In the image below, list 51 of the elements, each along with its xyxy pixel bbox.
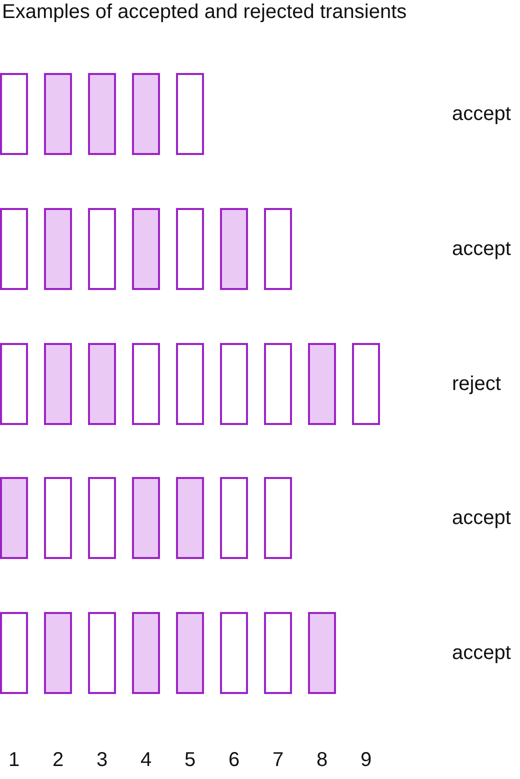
shaded-bar	[0, 477, 28, 559]
column-number: 5	[184, 749, 196, 771]
shaded-bar	[176, 477, 204, 559]
bar	[220, 612, 248, 694]
bar	[0, 73, 28, 155]
bar	[264, 612, 292, 694]
bar	[0, 208, 28, 290]
shaded-bar	[220, 208, 248, 290]
shaded-bar	[132, 612, 160, 694]
shaded-bar	[88, 343, 116, 425]
column-number: 2	[52, 749, 64, 771]
column-number: 4	[140, 749, 152, 771]
column-number: 9	[360, 749, 372, 771]
bar	[264, 477, 292, 559]
bar	[176, 208, 204, 290]
bar	[220, 477, 248, 559]
bar	[0, 343, 28, 425]
shaded-bar	[308, 343, 336, 425]
shaded-bar	[132, 73, 160, 155]
shaded-bar	[308, 612, 336, 694]
bar	[264, 208, 292, 290]
shaded-bar	[44, 208, 72, 290]
shaded-bar	[176, 612, 204, 694]
row-label: accept	[452, 238, 511, 260]
column-number: 1	[8, 749, 20, 771]
shaded-bar	[44, 343, 72, 425]
row-label: accept	[452, 103, 511, 125]
bar	[88, 208, 116, 290]
row-label: accept	[452, 642, 511, 664]
bar	[352, 343, 380, 425]
shaded-bar	[132, 477, 160, 559]
shaded-bar	[132, 208, 160, 290]
bar	[264, 343, 292, 425]
bar	[0, 612, 28, 694]
shaded-bar	[44, 612, 72, 694]
shaded-bar	[88, 73, 116, 155]
column-number: 7	[272, 749, 284, 771]
column-number: 3	[96, 749, 108, 771]
row-label: accept	[452, 507, 511, 529]
column-number: 6	[228, 749, 240, 771]
bar	[88, 612, 116, 694]
bar	[176, 73, 204, 155]
shaded-bar	[44, 73, 72, 155]
bar	[132, 343, 160, 425]
bar	[88, 477, 116, 559]
title: Examples of accepted and rejected transients	[2, 0, 407, 24]
column-number: 8	[316, 749, 328, 771]
bar	[220, 343, 248, 425]
bar	[44, 477, 72, 559]
bar	[176, 343, 204, 425]
row-label: reject	[452, 373, 501, 395]
